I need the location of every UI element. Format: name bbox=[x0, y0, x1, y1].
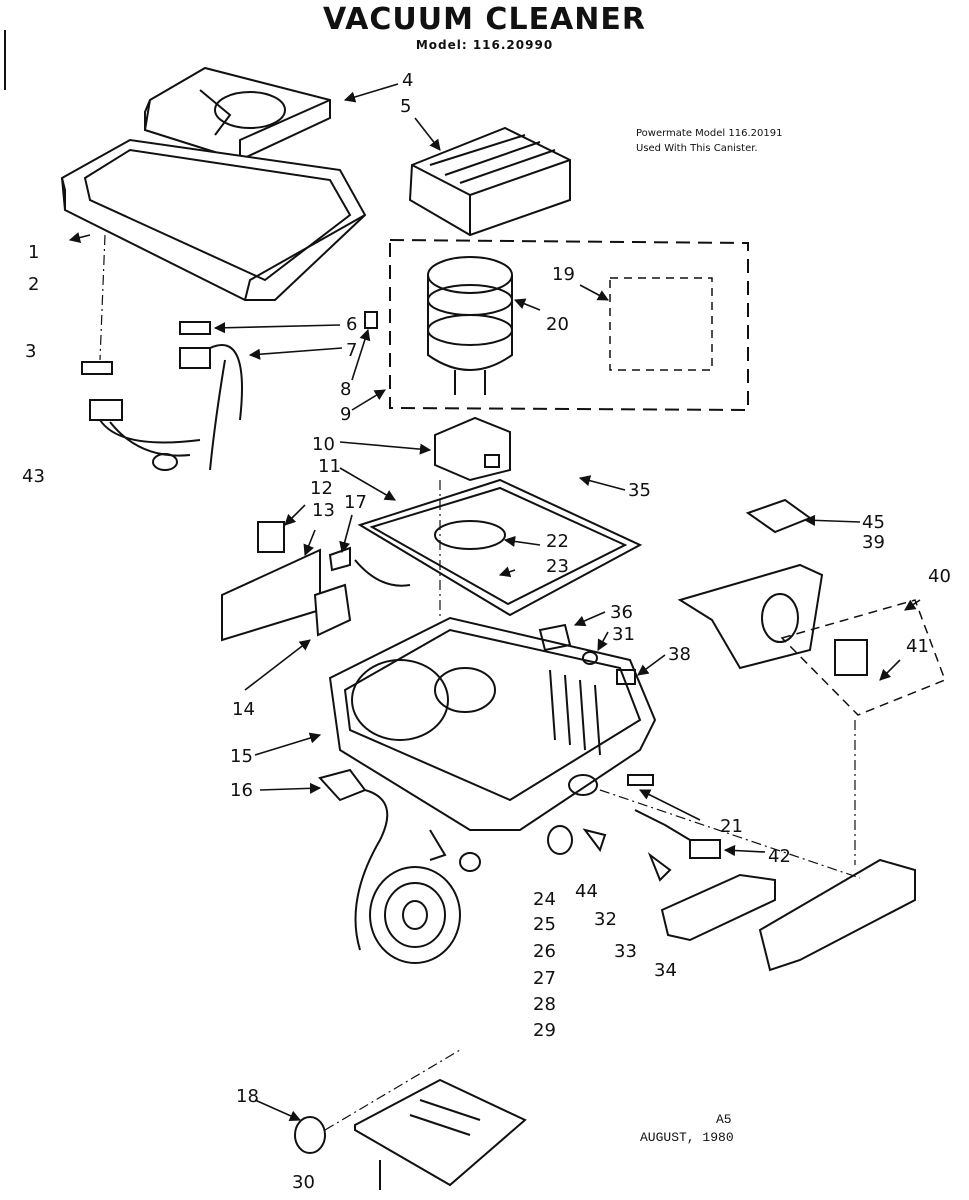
part-motor-housing bbox=[434, 416, 511, 482]
note-line-2: Used With This Canister. bbox=[636, 143, 758, 154]
sub-box-19 bbox=[609, 277, 713, 371]
callout-15: 15 bbox=[230, 746, 253, 767]
callout-27: 27 bbox=[533, 968, 556, 989]
part-lid bbox=[60, 138, 367, 301]
callout-29: 29 bbox=[533, 1020, 556, 1041]
part-bumper-front bbox=[660, 873, 776, 942]
part-filter bbox=[408, 126, 571, 237]
callout-28: 28 bbox=[533, 994, 556, 1015]
callout-22: 22 bbox=[546, 531, 569, 552]
publication-date: AUGUST, 1980 bbox=[640, 1130, 734, 1145]
page-number: A5 bbox=[716, 1112, 732, 1127]
callout-38: 38 bbox=[668, 644, 691, 665]
part-small-fittings bbox=[364, 311, 721, 882]
part-cord-reel bbox=[369, 866, 461, 964]
callout-40: 40 bbox=[928, 566, 951, 587]
callout-30: 30 bbox=[292, 1172, 315, 1193]
callout-33: 33 bbox=[614, 941, 637, 962]
callout-11: 11 bbox=[318, 456, 341, 477]
part-caster bbox=[429, 825, 573, 872]
part-motor bbox=[427, 256, 513, 395]
diagram-title: VACUUM CLEANER bbox=[323, 2, 646, 37]
callout-42: 42 bbox=[768, 846, 791, 867]
compatibility-note: Powermate Model 116.20191 Used With This… bbox=[636, 126, 782, 156]
callout-16: 16 bbox=[230, 780, 253, 801]
callout-5: 5 bbox=[400, 96, 411, 117]
alignment-lines bbox=[99, 234, 861, 1131]
callout-14: 14 bbox=[232, 699, 255, 720]
part-45-pad bbox=[745, 498, 813, 534]
callout-34: 34 bbox=[654, 960, 677, 981]
callout-3: 3 bbox=[25, 341, 36, 362]
callout-12: 12 bbox=[310, 478, 333, 499]
part-41-valve bbox=[834, 639, 868, 676]
callout-7: 7 bbox=[346, 340, 357, 361]
callout-10: 10 bbox=[312, 434, 335, 455]
part-main-body bbox=[328, 616, 657, 831]
callout-4: 4 bbox=[402, 70, 413, 91]
part-gasket bbox=[357, 478, 643, 617]
callout-8: 8 bbox=[340, 379, 351, 400]
margin-line bbox=[4, 30, 6, 90]
callout-26: 26 bbox=[533, 941, 556, 962]
callout-23: 23 bbox=[546, 556, 569, 577]
callout-leaders bbox=[68, 83, 921, 1122]
callout-20: 20 bbox=[546, 314, 569, 335]
callout-43: 43 bbox=[22, 466, 45, 487]
callout-24: 24 bbox=[533, 889, 556, 910]
callout-31: 31 bbox=[612, 624, 635, 645]
part-wiring bbox=[81, 321, 243, 471]
callout-2: 2 bbox=[28, 274, 39, 295]
callout-39: 39 bbox=[862, 532, 885, 553]
callout-45: 45 bbox=[862, 512, 885, 533]
note-line-1: Powermate Model 116.20191 bbox=[636, 128, 783, 139]
callout-44: 44 bbox=[575, 881, 598, 902]
callout-6: 6 bbox=[346, 314, 357, 335]
callout-41: 41 bbox=[906, 636, 929, 657]
callout-13: 13 bbox=[312, 500, 335, 521]
part-top-tray bbox=[143, 66, 331, 162]
callout-17: 17 bbox=[344, 492, 367, 513]
callout-25: 25 bbox=[533, 914, 556, 935]
callout-36: 36 bbox=[610, 602, 633, 623]
callout-35: 35 bbox=[628, 480, 651, 501]
callout-numbers: 1 2 3 4 5 6 7 8 9 10 11 12 13 14 15 16 1… bbox=[22, 70, 951, 1193]
part-bag-holder bbox=[677, 563, 824, 670]
part-control-boards bbox=[221, 521, 411, 642]
callout-32: 32 bbox=[594, 909, 617, 930]
callout-21: 21 bbox=[720, 816, 743, 837]
sub-box-41 bbox=[780, 599, 946, 716]
callout-9: 9 bbox=[340, 404, 351, 425]
part-power-cord bbox=[318, 768, 389, 951]
part-base-plate bbox=[294, 1078, 527, 1190]
callout-19: 19 bbox=[552, 264, 575, 285]
model-number: Model: 116.20990 bbox=[415, 38, 554, 52]
part-bumper-side bbox=[758, 858, 916, 972]
callout-18: 18 bbox=[236, 1086, 259, 1107]
callout-1: 1 bbox=[28, 242, 39, 263]
